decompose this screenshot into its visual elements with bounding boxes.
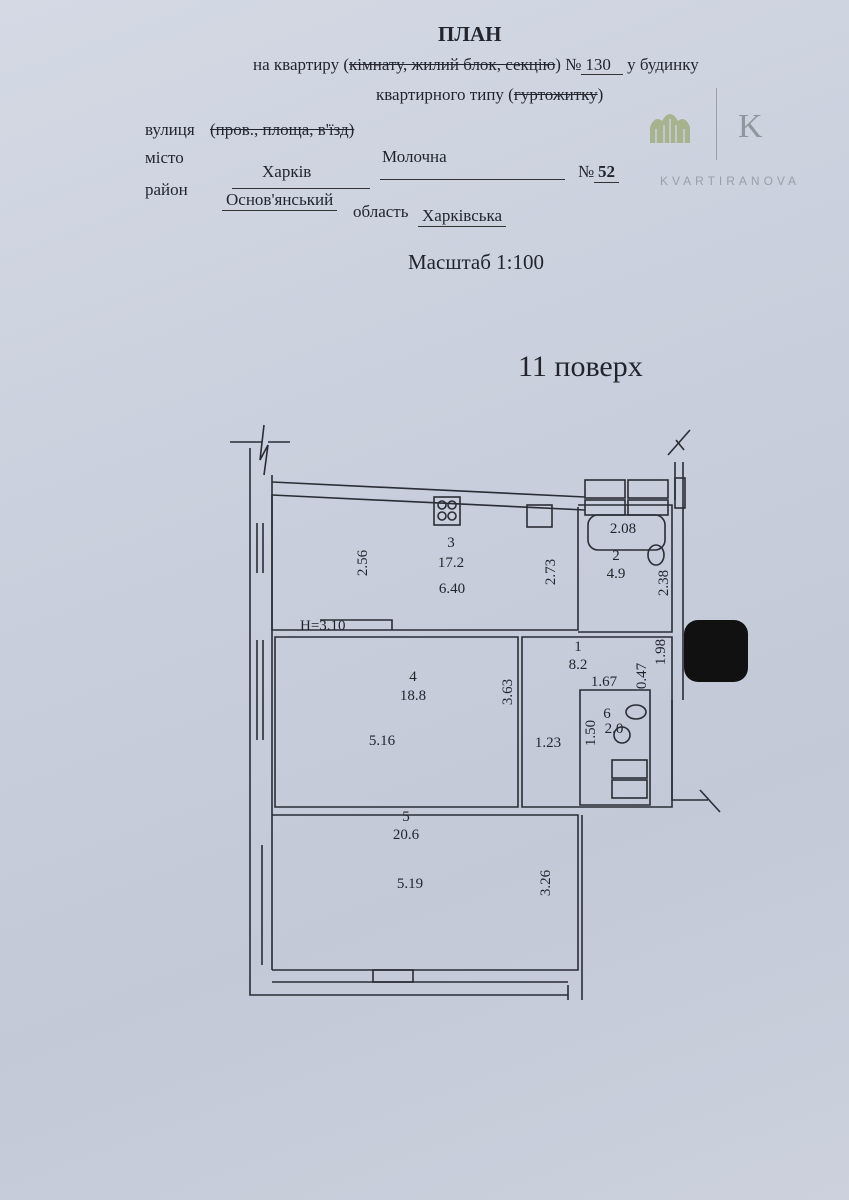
dim-wc-height: 1.50	[583, 720, 599, 746]
oblast-label: область	[353, 202, 409, 221]
room-5-number: 5	[402, 809, 410, 825]
floor-label: 11 поверх	[518, 350, 643, 383]
text: )	[597, 85, 604, 104]
dim-bathtub: 2.08	[610, 521, 636, 537]
dim-kitchen-height-2: 2.73	[543, 559, 559, 585]
room-4-area: 18.8	[400, 688, 426, 704]
text: у будинку	[627, 55, 699, 74]
walls	[230, 424, 721, 1000]
city-label: місто	[145, 148, 184, 167]
dim-hall-height: 1.98	[653, 639, 669, 665]
district-label: район	[145, 180, 188, 199]
city-underline	[232, 162, 370, 189]
dim-hall-width-2: 1.23	[535, 735, 561, 751]
text: на квартиру (	[253, 55, 349, 74]
room-5-area: 20.6	[393, 827, 420, 843]
dim-kitchen-height: 2.56	[355, 549, 371, 576]
redaction-mark	[684, 620, 748, 682]
document-title: ПЛАН	[438, 22, 502, 46]
room-2-area: 4.9	[607, 566, 626, 582]
room-2-number: 2	[612, 548, 620, 564]
house-label: №	[578, 162, 595, 181]
logo-letter: K	[738, 108, 763, 145]
district-value: Основ'янський	[222, 190, 338, 211]
apartment-number: 130	[581, 55, 623, 75]
type-line: квартирного типу (гуртожитку)	[376, 85, 603, 105]
tree-logo-icon	[650, 114, 690, 143]
street-underline	[380, 146, 565, 180]
room-6-area: 2.0	[605, 721, 624, 737]
scale: Масштаб 1:100	[408, 250, 545, 274]
struck-text: кімнату, жилий блок, секцію	[349, 55, 556, 74]
ceiling-height: H=3.10	[300, 618, 346, 634]
text: квартирного типу (	[376, 85, 514, 104]
dim-hall-width: 1.67	[591, 674, 618, 690]
street-label: вулиця	[145, 120, 195, 139]
room-4-number: 4	[409, 669, 417, 685]
dimensions: 6.40 2.56 2.73 2.08 2.38 1.98 0.47 1.67 …	[355, 521, 672, 896]
dim-room4-height: 3.63	[500, 679, 516, 705]
dim-kitchen-width: 6.40	[439, 581, 465, 597]
room-6-number: 6	[603, 706, 611, 722]
street-value: Молочна	[382, 147, 447, 166]
logo-divider	[716, 88, 717, 160]
dim-hall-step: 0.47	[634, 662, 650, 689]
room-labels: 3 17.2 2 4.9 1 8.2 4 18.8 5 20.6 6 2.0 H…	[300, 535, 625, 843]
dim-room5-width: 5.19	[397, 876, 423, 892]
street-struck: (пров., площа, в'їзд)	[210, 120, 354, 140]
dim-room5-height: 3.26	[538, 869, 554, 896]
logo-name: KVARTIRANOVA	[660, 174, 801, 188]
struck-text: гуртожитку	[513, 85, 598, 104]
oblast-value: Харківська	[418, 206, 507, 227]
dim-bath-height: 2.38	[656, 570, 672, 596]
struck-text: (пров., площа, в'їзд)	[210, 120, 355, 139]
city-value: Харків	[262, 162, 312, 181]
dim-room4-width: 5.16	[369, 733, 396, 749]
apartment-line: на квартиру (кімнату, жилий блок, секцію…	[253, 55, 699, 75]
room-3-area: 17.2	[438, 555, 464, 571]
room-3-number: 3	[447, 535, 455, 551]
house-number: 52	[594, 162, 619, 183]
room-1-area: 8.2	[569, 657, 588, 673]
text: ) №	[555, 55, 582, 74]
room-1-number: 1	[574, 639, 582, 655]
